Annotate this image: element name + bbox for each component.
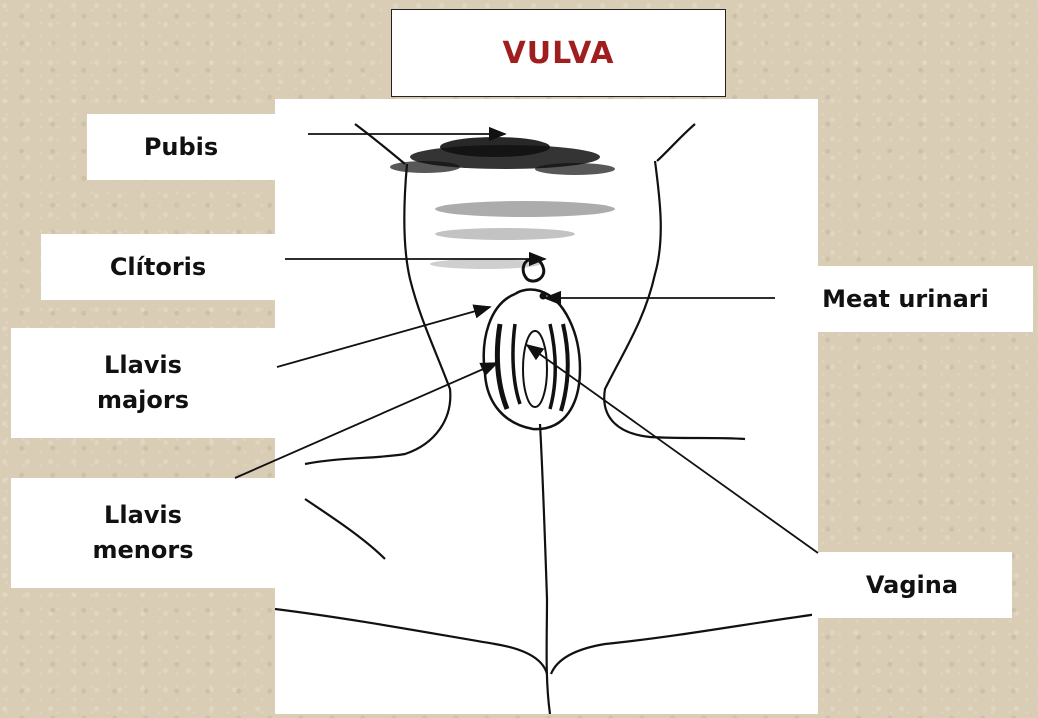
pointer-llavis-majors: [277, 307, 490, 367]
pointer-vagina: [527, 345, 818, 553]
pointer-llavis-menors: [235, 363, 497, 478]
